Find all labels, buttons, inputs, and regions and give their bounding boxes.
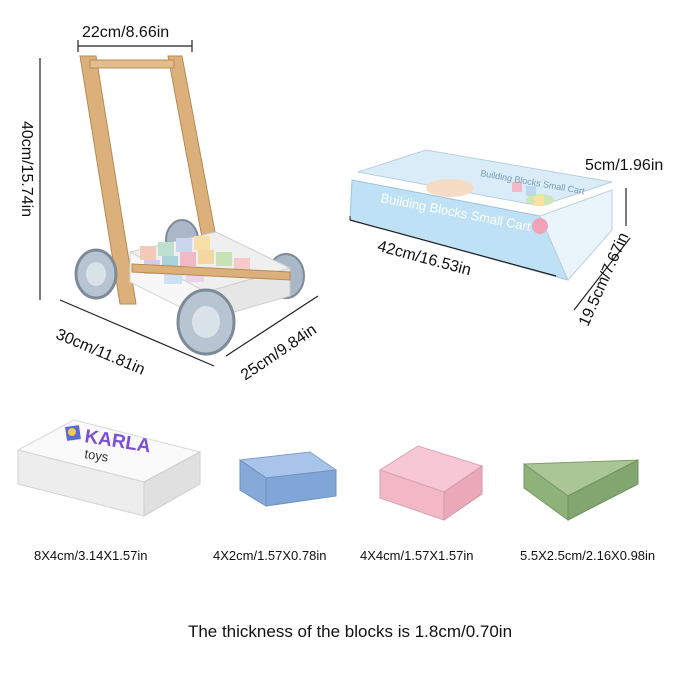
- box-length-dimension-line: [349, 219, 557, 277]
- block-label-triangle: 5.5X2.5cm/2.16X0.98in: [520, 548, 656, 563]
- svg-text:toys: toys: [84, 446, 110, 465]
- block-label-4x2: 4X2cm/1.57X0.78in: [213, 548, 327, 563]
- walker-width-label: 22cm/8.66in: [82, 24, 170, 41]
- walker-illustration: [39, 40, 319, 367]
- walker-depth-dimension-line: [225, 295, 319, 357]
- block-label-4x4: 4X4cm/1.57X1.57in: [360, 548, 474, 563]
- block-green-triangle: [522, 459, 639, 521]
- block-pink-4x4: [378, 445, 484, 521]
- walker-handle-frame: [79, 55, 219, 305]
- box-depth-label: 5cm/1.96in: [585, 157, 664, 174]
- box-width-dimension-line: [573, 237, 631, 311]
- blocks-thickness-note: The thickness of the blocks is 1.8cm/0.7…: [187, 622, 513, 641]
- karla-toys-logo: KARLA toys: [65, 425, 152, 465]
- block-white-8x4: KARLA toys: [16, 419, 202, 517]
- packaging-box: Building Blocks Small Cart Building Bloc…: [349, 149, 631, 311]
- block-label-8x4: 8X4cm/3.14X1.57in: [34, 548, 148, 563]
- walker-height-label: 40cm/15.74in: [18, 120, 35, 218]
- walker-length-dimension-line: [59, 299, 215, 367]
- walker-cart-with-blocks: [128, 231, 292, 321]
- block-blue-4x2: [238, 451, 338, 507]
